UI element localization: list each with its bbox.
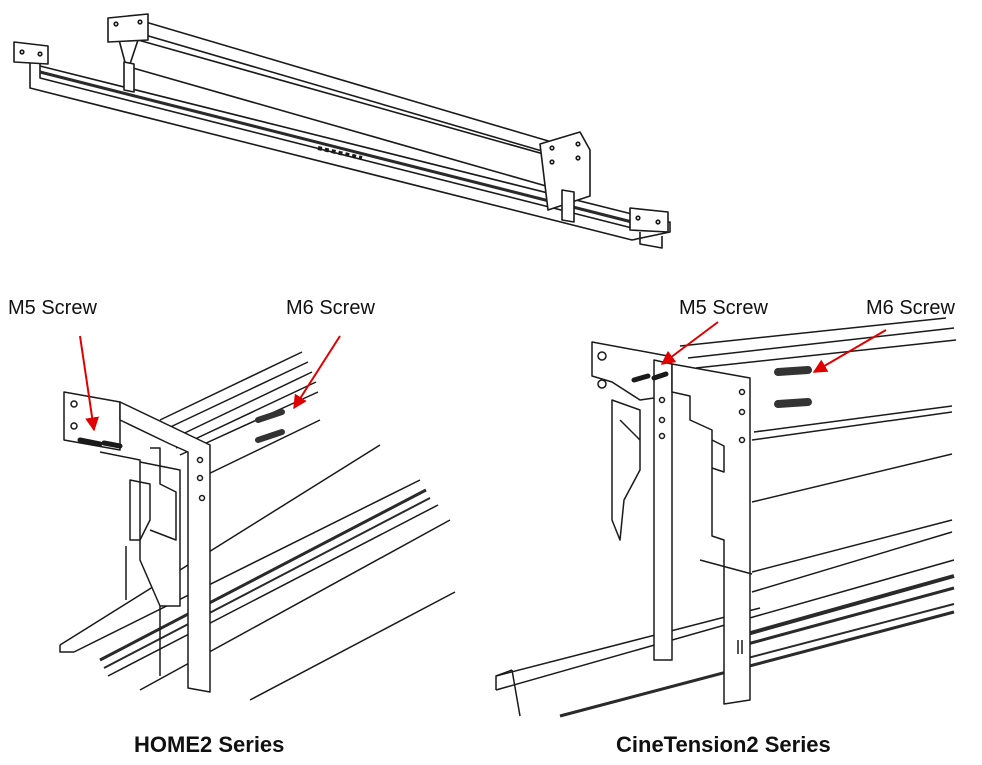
cinetension2-callout-arrows [660, 321, 887, 373]
home2-detail-drawing [59, 351, 456, 701]
home2-m6-label: M6 Screw [286, 297, 375, 319]
home2-m5-label: M5 Screw [8, 297, 97, 319]
home2-callout-arrows [79, 335, 341, 432]
cinetension2-m6-label: M6 Screw [866, 297, 955, 319]
home2-m5-arrow [79, 335, 100, 432]
home2-m6-arrow [293, 335, 341, 410]
overview-screen-case [13, 13, 671, 249]
cinetension2-m5-arrow [660, 321, 719, 365]
home2-caption: HOME2 Series [134, 732, 285, 757]
cinetension2-caption: CineTension2 Series [616, 732, 831, 757]
cinetension2-m5-label: M5 Screw [679, 297, 768, 319]
cinetension2-detail-drawing [495, 317, 957, 718]
cinetension2-m6-arrow [812, 329, 887, 373]
